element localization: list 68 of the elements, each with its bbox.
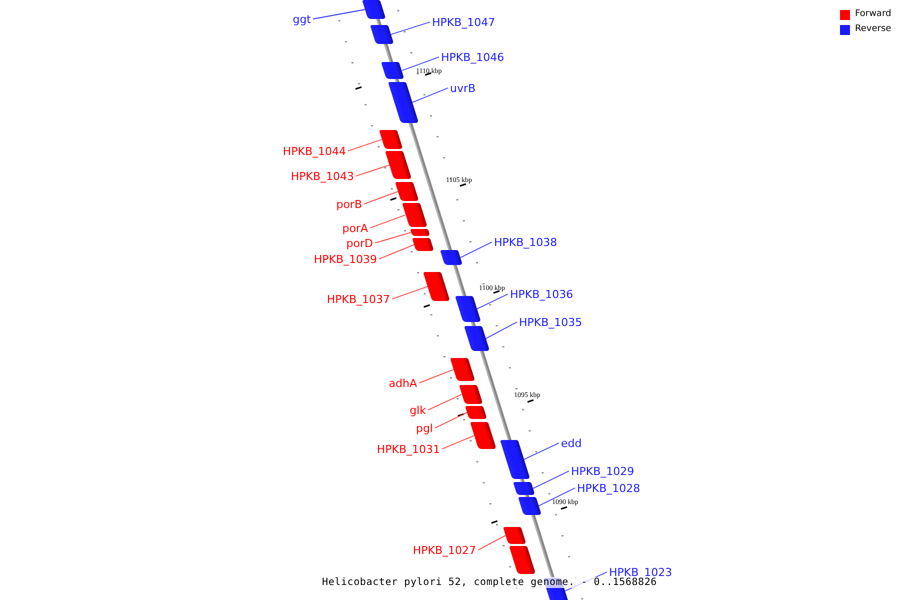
leader-line [418,369,454,384]
gene-block [412,238,435,251]
leader-line [476,294,508,310]
gene-block [362,0,386,19]
gene-block [402,203,428,227]
gene-label: porA [342,222,368,234]
gene-label: uvrB [450,82,476,94]
leader-line [370,214,406,228]
gene-block [394,182,419,201]
gene-label: glk [410,404,426,416]
gene-label: HPKB_1028 [577,482,640,494]
gene-block [502,527,526,544]
gene-block [410,229,430,236]
leader-line [402,56,440,71]
gene-block [470,422,497,449]
gene-block [423,272,450,301]
leader-line [486,322,518,339]
leader-line [374,232,412,244]
gene-label: HPKB_1029 [571,464,634,478]
leader-line [412,88,448,103]
gene-label: porD [346,236,373,250]
gene-block [450,358,476,381]
leader-line [364,191,398,204]
legend-label: Forward [855,9,892,19]
gene-block [464,326,490,351]
gene-block [458,385,482,404]
gene-label: edd [561,436,582,450]
gene-label: HPKB_1023 [609,566,672,578]
gene-block [512,482,535,495]
leader-line [356,164,390,176]
leader-line [478,535,506,550]
gene-block [381,62,405,79]
gene-block [518,497,542,515]
gene-block [370,25,394,44]
gene-label: porB [336,198,362,210]
gene-block [465,406,488,419]
gene-label: HPKB_1037 [326,292,390,306]
gene-label: HPKB_1047 [432,16,496,28]
leader-line [532,470,570,489]
gene-label: adhA [388,376,417,390]
leader-line [538,488,576,506]
gene-block [454,296,481,322]
leader-line [442,435,475,450]
gene-label: HPKB_1027 [412,544,476,556]
leader-line [428,394,462,410]
leader-line [390,22,430,35]
leader-line [378,244,415,260]
gene-label: HPKB_1039 [314,252,377,266]
leader-line [460,242,492,258]
gene-label: pgl [416,422,433,434]
leader-line [523,442,560,460]
leader-line [392,286,428,300]
leader-line [434,412,468,428]
leader-line [348,139,382,152]
leader-line [312,9,366,20]
gene-label: HPKB_1046 [441,50,504,64]
gene-block [440,250,463,265]
gene-block [378,130,403,149]
gene-block [385,151,412,179]
legend-label: Reverse [855,24,892,34]
gene-label: HPKB_1035 [519,316,582,328]
gene-label: HPKB_1043 [290,170,354,182]
gene-label: HPKB_1036 [510,288,574,300]
caption: Helicobacter pylori 52, complete genome. - 0..1568826 [322,577,657,588]
gene-label: HPKB_1038 [494,236,558,248]
gene-label: ggt [292,12,311,26]
gene-label: HPKB_1031 [376,442,440,456]
gene-label: HPKB_1044 [282,144,346,158]
